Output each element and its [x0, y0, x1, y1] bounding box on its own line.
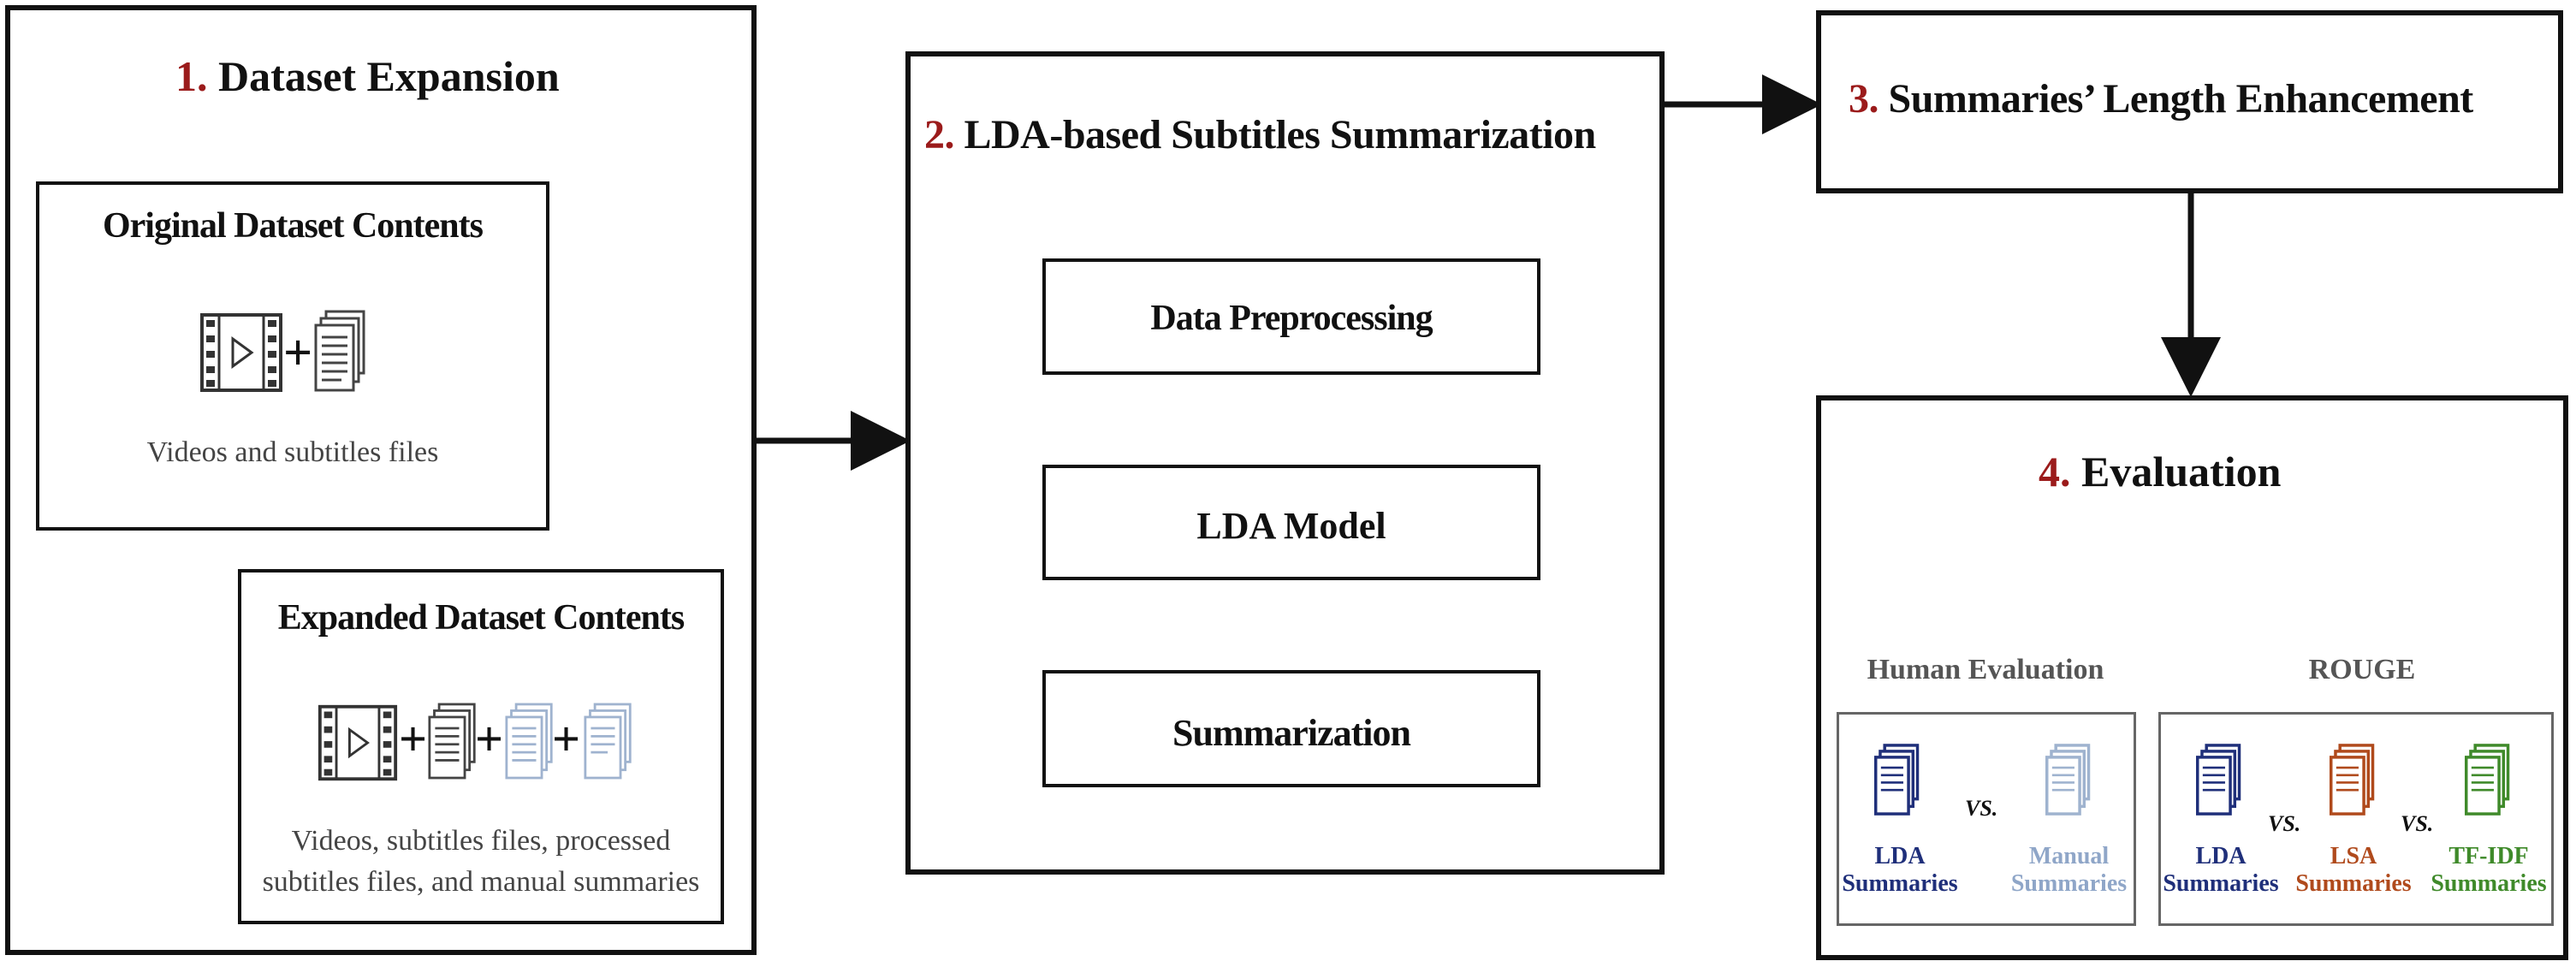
vs-label: VS.	[2401, 811, 2434, 836]
document-icon	[505, 703, 553, 780]
expanded-caption-line1: Videos, subtitles files, processed	[291, 825, 671, 857]
document-icon	[314, 310, 365, 392]
original-dataset-box	[36, 181, 549, 531]
plus-sign: +	[283, 324, 313, 381]
expanded-dataset-title: Expanded Dataset Contents	[277, 598, 685, 638]
step-data-preprocessing: Data Preprocessing	[1042, 258, 1540, 375]
vs-label: VS.	[2268, 811, 2301, 836]
stage3-title: 3. Summaries’ Length Enhancement	[1849, 76, 2473, 122]
document-icon	[1874, 744, 1920, 816]
step-summarization: Summarization	[1042, 670, 1540, 787]
document-icon	[428, 703, 476, 780]
document-icon	[2196, 744, 2241, 816]
plus-sign: +	[552, 711, 581, 767]
original-dataset-caption: Videos and subtitles files	[146, 436, 439, 468]
stage2-title: 2. LDA-based Subtitles Summarization	[924, 112, 1596, 157]
stage3-container	[1816, 10, 2563, 193]
document-icon	[2330, 744, 2375, 816]
stage1-title: 1. Dataset Expansion	[175, 52, 560, 100]
plus-sign: +	[475, 711, 504, 767]
document-icon	[2045, 744, 2091, 816]
video-film-icon	[318, 704, 398, 781]
plus-sign: +	[399, 711, 428, 767]
stage4-title: 4. Evaluation	[2039, 448, 2282, 495]
vs-label: VS.	[1965, 796, 1998, 821]
video-film-icon	[200, 313, 282, 392]
rouge-label: ROUGE	[2308, 654, 2416, 685]
document-icon	[2465, 744, 2510, 816]
expanded-caption-line2: subtitles files, and manual summaries	[262, 866, 700, 898]
original-dataset-title: Original Dataset Contents	[103, 206, 484, 246]
human-evaluation-label: Human Evaluation	[1867, 654, 2104, 685]
document-icon	[584, 703, 632, 780]
step-lda-model: LDA Model	[1042, 465, 1540, 580]
